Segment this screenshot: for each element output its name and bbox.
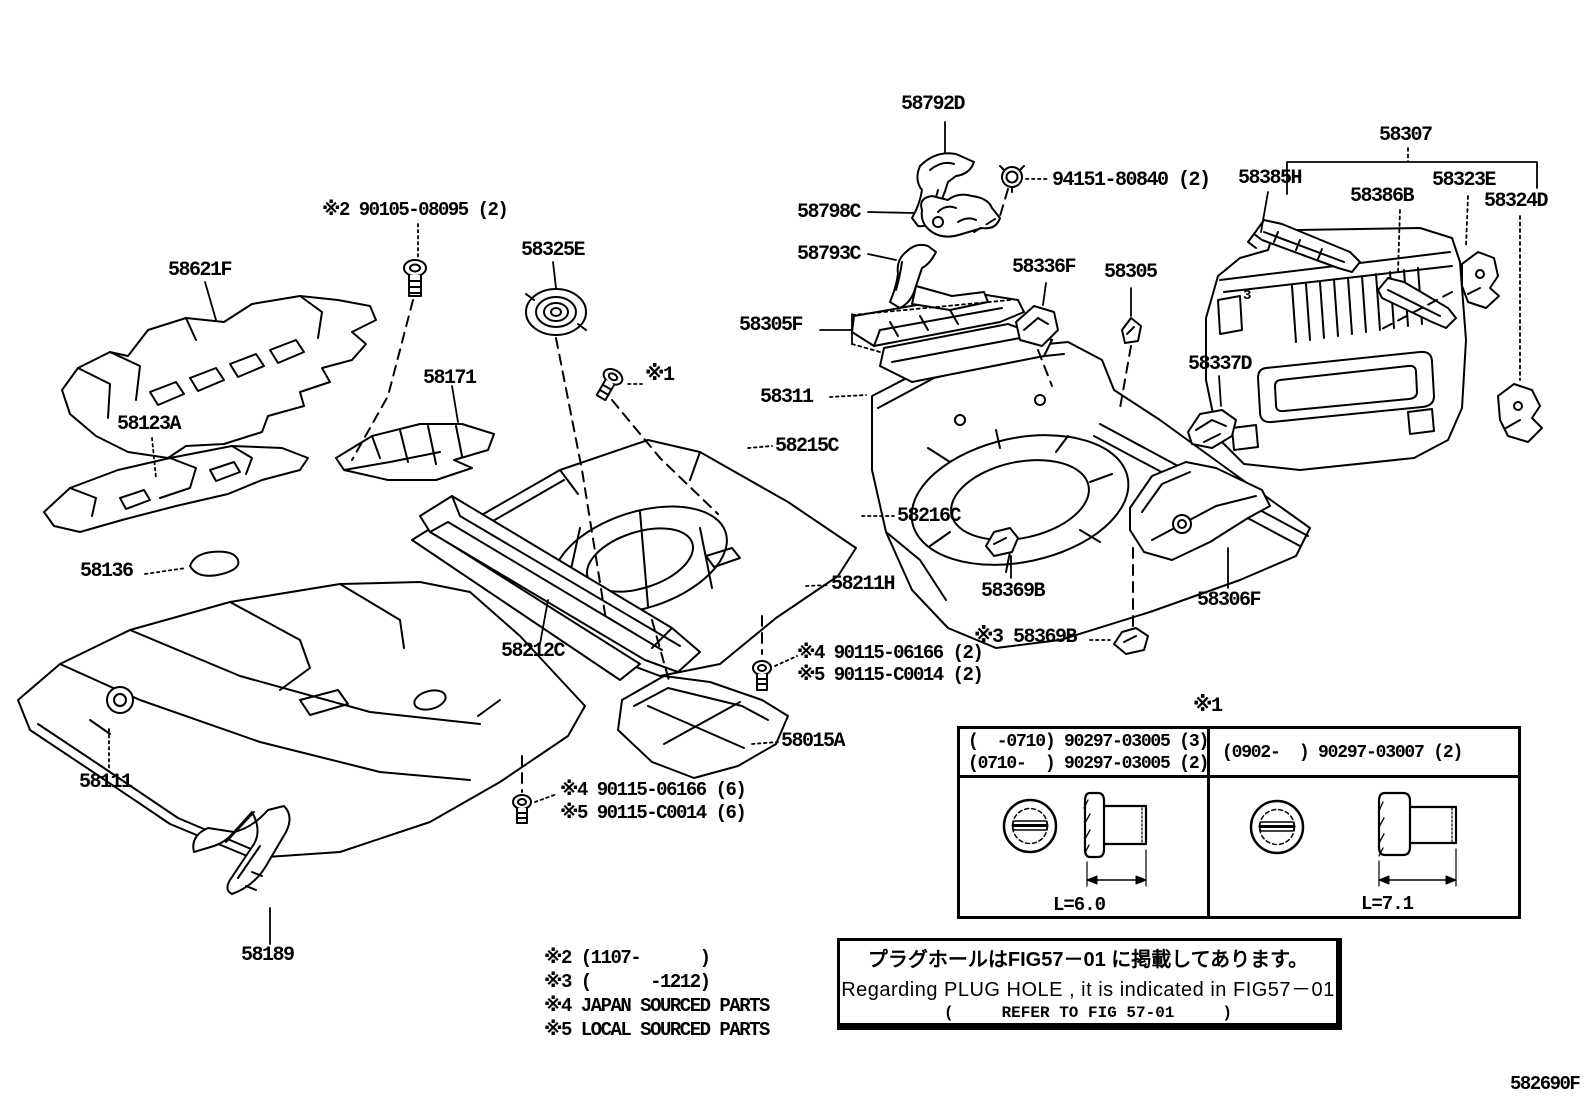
part-label-58111: 58111 [79, 771, 133, 794]
drawing-nut-94151 [1000, 166, 1024, 192]
plug-length-label-left: L=6.0 [1052, 894, 1106, 916]
part-label-58385h: 58385H [1238, 167, 1303, 190]
part-label-58792d: 58792D [901, 93, 966, 116]
note-line-japanese: プラグホールはFIG57－01 に掲載してあります。 [867, 948, 1309, 971]
part-label-2-1107: ※2 (1107- ) [544, 947, 711, 969]
part-label-3-58369b: ※3 58369B [974, 626, 1077, 649]
table-vertical-divider [1207, 729, 1210, 916]
drawing-panel-58015A [618, 676, 788, 778]
part-label-58215c: 58215C [775, 435, 840, 458]
drawing-bolts [404, 260, 771, 823]
part-label-58798c: 58798C [797, 201, 862, 224]
part-label-94151-80840-2: 94151-80840 (2) [1052, 169, 1211, 192]
part-label-4-90115-06166-2: ※4 90115-06166 (2) [797, 642, 984, 664]
drawing-panel-58171 [336, 424, 494, 480]
drawing-clip-58305 [1122, 318, 1141, 343]
part-label-58307: 58307 [1379, 124, 1433, 147]
drawing-crossmember-58212C [412, 496, 700, 680]
part-label-58311: 58311 [760, 386, 814, 409]
part-label-58189: 58189 [241, 944, 295, 967]
part-label-58171: 58171 [423, 367, 477, 390]
part-label-58369b: 58369B [981, 580, 1046, 603]
part-label-58136: 58136 [80, 560, 134, 583]
part-label-1: ※1 [1193, 695, 1223, 718]
note-line-refer: ( REFER TO FIG 57-01 ) [943, 1003, 1233, 1022]
bracket-58305F-lines [820, 300, 1010, 352]
drawing-grommet-58325E [526, 289, 586, 335]
drawing-bracket-58323E [1462, 252, 1499, 308]
drawing-reinforce-58385H [1248, 220, 1360, 272]
dotted-leader-lines [109, 179, 1110, 802]
part-label-58211h: 58211H [831, 573, 896, 596]
grommet-reference-table: ( -0710) 90297-03005 (3) (0710- ) 90297-… [957, 726, 1521, 919]
part-label-5-local-sourced-parts: ※5 LOCAL SOURCED PARTS [544, 1019, 770, 1041]
part-label-58323e: 58323E [1432, 169, 1497, 192]
drawing-bracket-58793C [890, 245, 988, 310]
table-header-divider [960, 775, 1518, 778]
part-label-3: 3 [1243, 288, 1252, 304]
note-line-english: Regarding PLUG HOLE , it is indicated in… [841, 979, 1335, 1001]
part-label-1: ※1 [645, 364, 675, 387]
part-label-58336f: 58336F [1012, 256, 1077, 279]
drawing-clamp-58798C [921, 195, 1000, 237]
dashed-assembly-lines [352, 189, 1452, 792]
plug-drawings [1004, 793, 1456, 886]
part-label-5-90115-c0014-2: ※5 90115-C0014 (2) [797, 664, 984, 686]
bracket-58307-lines [1287, 148, 1537, 380]
part-label-58123a: 58123A [117, 413, 182, 436]
plug-length-label-right: L=7.1 [1360, 893, 1414, 915]
part-label-58793c: 58793C [797, 243, 862, 266]
part-label-58212c: 58212C [501, 640, 566, 663]
part-label-58621f: 58621F [168, 259, 233, 282]
table-cell-left-row2: (0710- ) 90297-03005 (2) [968, 754, 1209, 774]
part-label-58324d: 58324D [1484, 190, 1549, 213]
table-cell-left-row1: ( -0710) 90297-03005 (3) [968, 732, 1209, 752]
part-label-582690f: 582690F [1510, 1073, 1581, 1095]
drawing-bracket-58337D [1188, 410, 1236, 448]
drawing-member-58306F [1130, 462, 1270, 560]
drawing-front-floor-pan-58111 [18, 582, 585, 858]
part-label-58216c: 58216C [897, 505, 962, 528]
leader-lines [205, 122, 1268, 944]
drawing-insulator-58123A [44, 446, 308, 532]
part-label-4-90115-06166-6: ※4 90115-06166 (6) [560, 779, 747, 801]
part-label-58015a: 58015A [781, 730, 846, 753]
part-label-58337d: 58337D [1188, 353, 1253, 376]
part-label-58386b: 58386B [1350, 185, 1415, 208]
drawing-crossmember-58305F [852, 294, 1052, 382]
part-label-3-1212: ※3 ( -1212) [544, 971, 711, 993]
drawing-bracket-58189 [193, 806, 289, 894]
drawing-bracket-58324D [1498, 384, 1542, 442]
plug-hole-note-box: プラグホールはFIG57－01 に掲載してあります。 Regarding PLU… [837, 938, 1342, 1030]
part-label-58306f: 58306F [1197, 589, 1262, 612]
drawing-reinforce-58386B [1378, 278, 1456, 328]
part-label-58305: 58305 [1104, 261, 1158, 284]
drawing-clips-58369B [986, 528, 1148, 654]
part-label-4-japan-sourced-parts: ※4 JAPAN SOURCED PARTS [544, 995, 770, 1017]
table-cell-right-row1: (0902- ) 90297-03007 (2) [1222, 743, 1463, 763]
drawing-heat-insulator-58621F [62, 296, 376, 458]
drawing-clip-58136 [190, 552, 238, 576]
part-label-58305f: 58305F [739, 314, 804, 337]
part-label-5-90115-c0014-6: ※5 90115-C0014 (6) [560, 802, 747, 824]
drawing-clip-58336F [1016, 306, 1058, 346]
part-label-58325e: 58325E [521, 239, 586, 262]
part-label-2-90105-08095-2: ※2 90105-08095 (2) [322, 199, 509, 221]
